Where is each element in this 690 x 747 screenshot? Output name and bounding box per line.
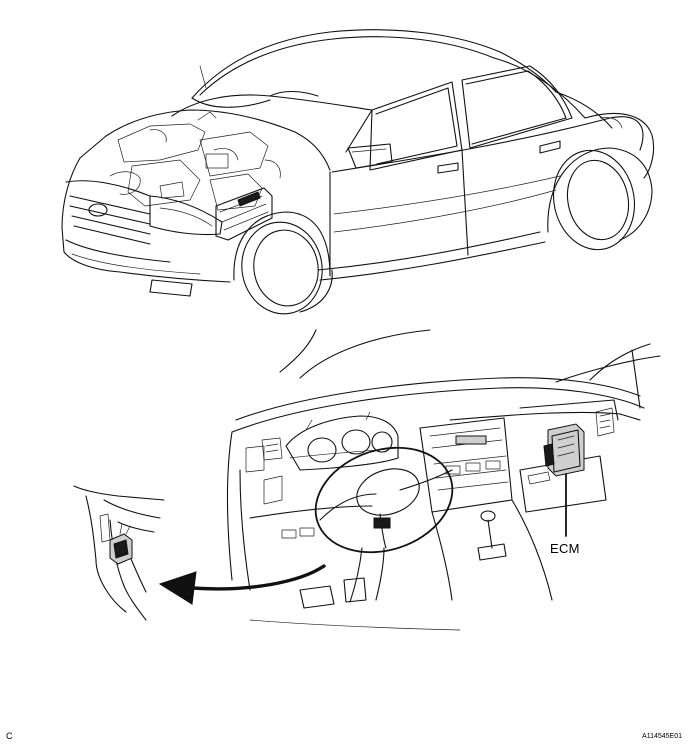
corner-letter: C <box>6 731 13 741</box>
vehicle-exterior-view <box>61 29 655 315</box>
callout-arrow <box>158 564 326 605</box>
ecm-label: ECM <box>550 541 580 556</box>
ecm-detail-inset <box>73 485 165 621</box>
ecm-unit <box>543 423 585 477</box>
figure-id: A114545E01 <box>642 733 682 740</box>
dashboard-interior-view <box>226 329 661 631</box>
